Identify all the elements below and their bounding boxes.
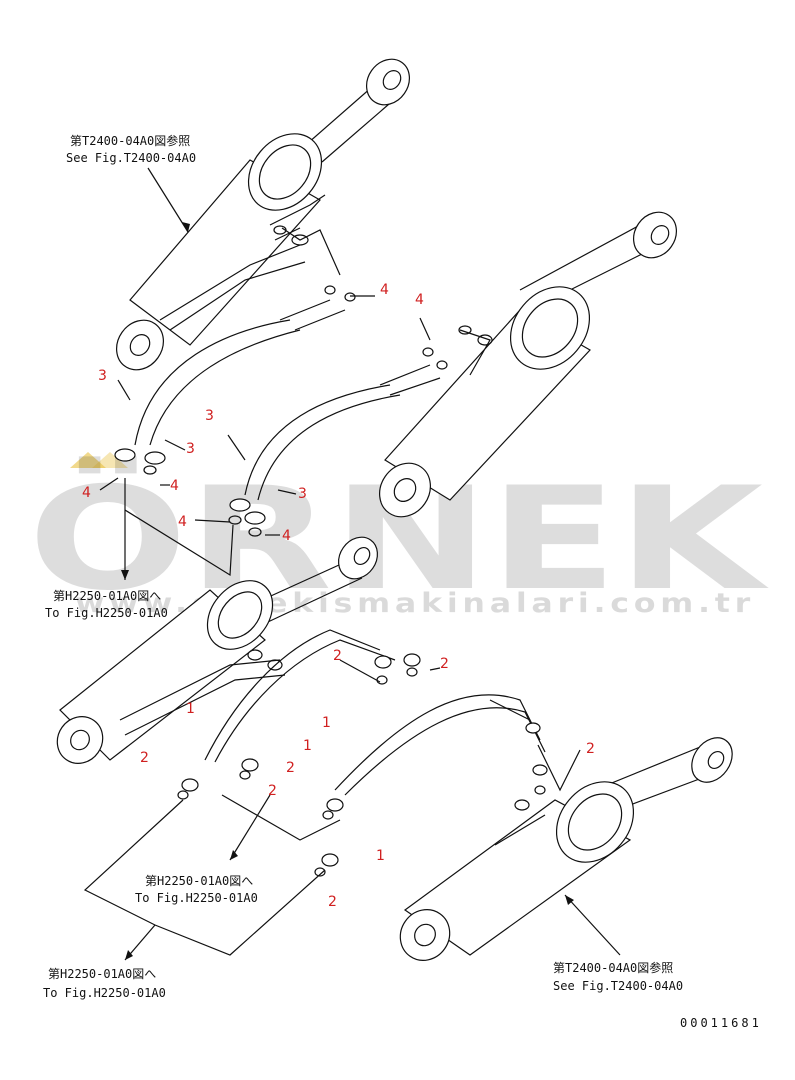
part-number-4: 4 [82, 485, 91, 501]
part-number-1: 1 [186, 701, 195, 717]
callout-center-jp: 第H2250-01A0図へ [145, 874, 253, 888]
part-number-1: 1 [303, 738, 312, 754]
watermark-logo-mark-2 [92, 452, 128, 468]
callout-bottom-left-jp: 第H2250-01A0図へ [48, 967, 156, 981]
part-number-1: 1 [376, 848, 385, 864]
callout-top-left-en: See Fig.T2400-04A0 [66, 151, 196, 165]
part-number-2: 2 [586, 741, 595, 757]
part-number-4: 4 [282, 528, 291, 544]
part-number-2: 2 [328, 894, 337, 910]
part-number-4: 4 [170, 478, 179, 494]
part-number-3: 3 [298, 486, 307, 502]
callout-texts: 第T2400-04A0図参照 See Fig.T2400-04A0 第H2250… [43, 133, 762, 1030]
drawing-id: 00011681 [680, 1016, 762, 1030]
cylinder-top-left [116, 58, 410, 371]
hoses-bottom [177, 629, 548, 877]
part-number-2: 2 [286, 760, 295, 776]
part-number-4: 4 [380, 282, 389, 298]
callout-center-en: To Fig.H2250-01A0 [135, 891, 258, 905]
part-number-3: 3 [186, 441, 195, 457]
part-numbers: 3 3 3 3 4 4 4 4 4 4 2 2 2 2 2 2 2 1 1 1 … [82, 282, 595, 910]
cylinder-bottom-right [399, 737, 733, 961]
part-number-2: 2 [440, 656, 449, 672]
part-number-4: 4 [178, 514, 187, 530]
part-number-3: 3 [98, 368, 107, 384]
cylinder-top-right [379, 211, 677, 518]
callout-bottom-right-en: See Fig.T2400-04A0 [553, 979, 683, 993]
callout-top-left-jp: 第T2400-04A0図参照 [70, 133, 190, 148]
leader-lines [83, 167, 621, 961]
callout-bottom-left-en: To Fig.H2250-01A0 [43, 986, 166, 1000]
watermark-logo-mark [70, 452, 106, 468]
part-number-1: 1 [322, 715, 331, 731]
callout-bottom-right-jp: 第T2400-04A0図参照 [553, 960, 673, 975]
part-number-2: 2 [333, 648, 342, 664]
watermark-url: www.ornekismakinalari.com.tr [75, 588, 755, 619]
cylinder-mid-left [56, 536, 379, 764]
callout-mid-left-en: To Fig.H2250-01A0 [45, 606, 168, 620]
part-number-2: 2 [140, 750, 149, 766]
part-number-4: 4 [415, 292, 424, 308]
part-number-3: 3 [205, 408, 214, 424]
hoses-top [114, 285, 448, 537]
part-number-2: 2 [268, 783, 277, 799]
callout-mid-left-jp: 第H2250-01A0図へ [53, 589, 161, 603]
